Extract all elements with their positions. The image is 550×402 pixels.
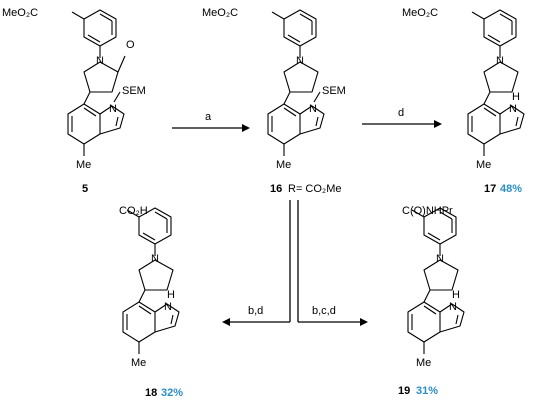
molecule-19-indole-n: N [449,301,457,313]
molecule-18-top-group: CO₂H [119,205,148,217]
molecule-17-indole-n: N [509,103,517,115]
molecule-18-methyl: Me [131,357,146,369]
molecule-17-nh: H [512,91,520,103]
arrow-d-label: d [398,107,404,119]
molecule-5: MeO₂C N O N SEM Me 5 [2,7,146,195]
arrow-a-label: a [205,111,212,123]
arrow-bcd: b,c,d [298,305,368,326]
molecule-5-n-substituent: SEM [122,85,146,97]
molecule-18-indole-n: N [164,301,172,313]
molecule-18-pyrrolidine-n: N [151,253,159,265]
molecule-19-label: 19 [398,385,410,397]
molecule-17-pyrrolidine-n: N [496,55,504,67]
molecule-16-label: 16 [270,183,282,195]
molecule-19-methyl: Me [416,357,431,369]
molecule-17-top-group: MeO₂C [402,7,438,19]
molecule-19-nh: H [452,289,460,301]
molecule-18-label: 18 [145,387,157,399]
molecule-19-yield: 31% [416,385,438,397]
molecule-16-methyl: Me [276,159,291,171]
molecule-5-methyl: Me [76,159,91,171]
molecule-17-yield: 48% [500,183,522,195]
molecule-17-methyl: Me [476,159,491,171]
arrow-bd-label: b,d [248,305,263,317]
molecule-18-yield: 32% [161,387,183,399]
molecule-16-n-substituent: SEM [322,85,346,97]
molecule-18: CO₂H N N H Me 18 32% [119,205,183,399]
molecule-5-lactam-o: O [126,39,135,51]
molecule-16-pyrrolidine-n: N [296,55,304,67]
arrow-bd: b,d [222,305,290,326]
molecule-5-indole-n: N [109,103,117,115]
molecule-5-label: 5 [82,183,88,195]
molecule-17-label: 17 [484,183,496,195]
molecule-5-top-group: MeO₂C [2,7,38,19]
molecule-17: MeO₂C N N H Me 17 48% [402,7,525,195]
molecule-16-top-group: MeO₂C [202,7,238,19]
arrow-a: a [172,111,250,132]
molecule-5-pyrrolidine-n: N [96,55,104,67]
molecule-16-suffix: R= CO₂Me [288,183,341,195]
molecule-18-nh: H [167,289,175,301]
molecule-16-indole-n: N [309,103,317,115]
molecule-19: C(O)NHPr N N H Me 19 31% [398,205,465,397]
molecule-16: MeO₂C N N SEM Me 16 R= CO₂Me [202,7,346,195]
arrow-bcd-label: b,c,d [312,305,336,317]
arrow-d: d [362,107,442,128]
molecule-19-pyrrolidine-n: N [436,253,444,265]
molecule-19-top-group: C(O)NHPr [402,205,453,217]
